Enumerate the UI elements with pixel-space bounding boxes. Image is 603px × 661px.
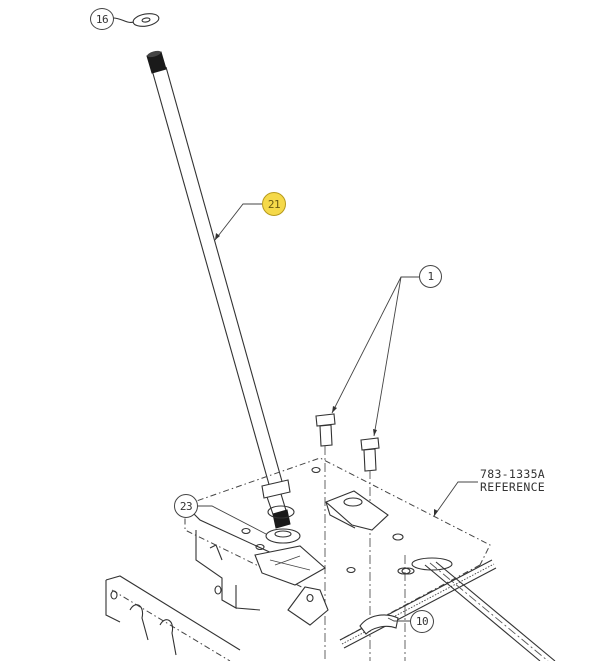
steering-shaft-part-21 xyxy=(146,50,291,529)
callout-10[interactable]: 10 xyxy=(410,610,434,633)
callout-16[interactable]: 16 xyxy=(90,8,114,30)
bolt-left xyxy=(315,413,336,447)
leader-line-1a xyxy=(331,276,419,414)
leader-line-21 xyxy=(214,203,262,241)
callout-1[interactable]: 1 xyxy=(419,265,442,288)
leader-line-reference xyxy=(433,481,478,517)
callout-21-highlighted[interactable]: 21 xyxy=(262,192,286,216)
bolt-right xyxy=(360,437,380,472)
reference-part-number: 783-1335A xyxy=(480,467,546,481)
frame-plate xyxy=(184,446,491,661)
mount-block xyxy=(324,490,389,531)
leader-line-1b xyxy=(373,276,402,437)
right-tab xyxy=(287,586,329,626)
leader-line-23 xyxy=(198,505,267,535)
gear-part-10 xyxy=(339,557,497,649)
leader-line-10 xyxy=(387,617,410,622)
washer-part-16 xyxy=(112,13,160,27)
bushing-part-23 xyxy=(254,528,326,586)
arrowhead-21 xyxy=(215,233,220,240)
left-bracket xyxy=(195,530,261,611)
callout-23[interactable]: 23 xyxy=(174,494,198,518)
lower-arm xyxy=(105,575,241,661)
drag-link-rod xyxy=(424,561,556,661)
reference-label: REFERENCE xyxy=(480,480,546,494)
